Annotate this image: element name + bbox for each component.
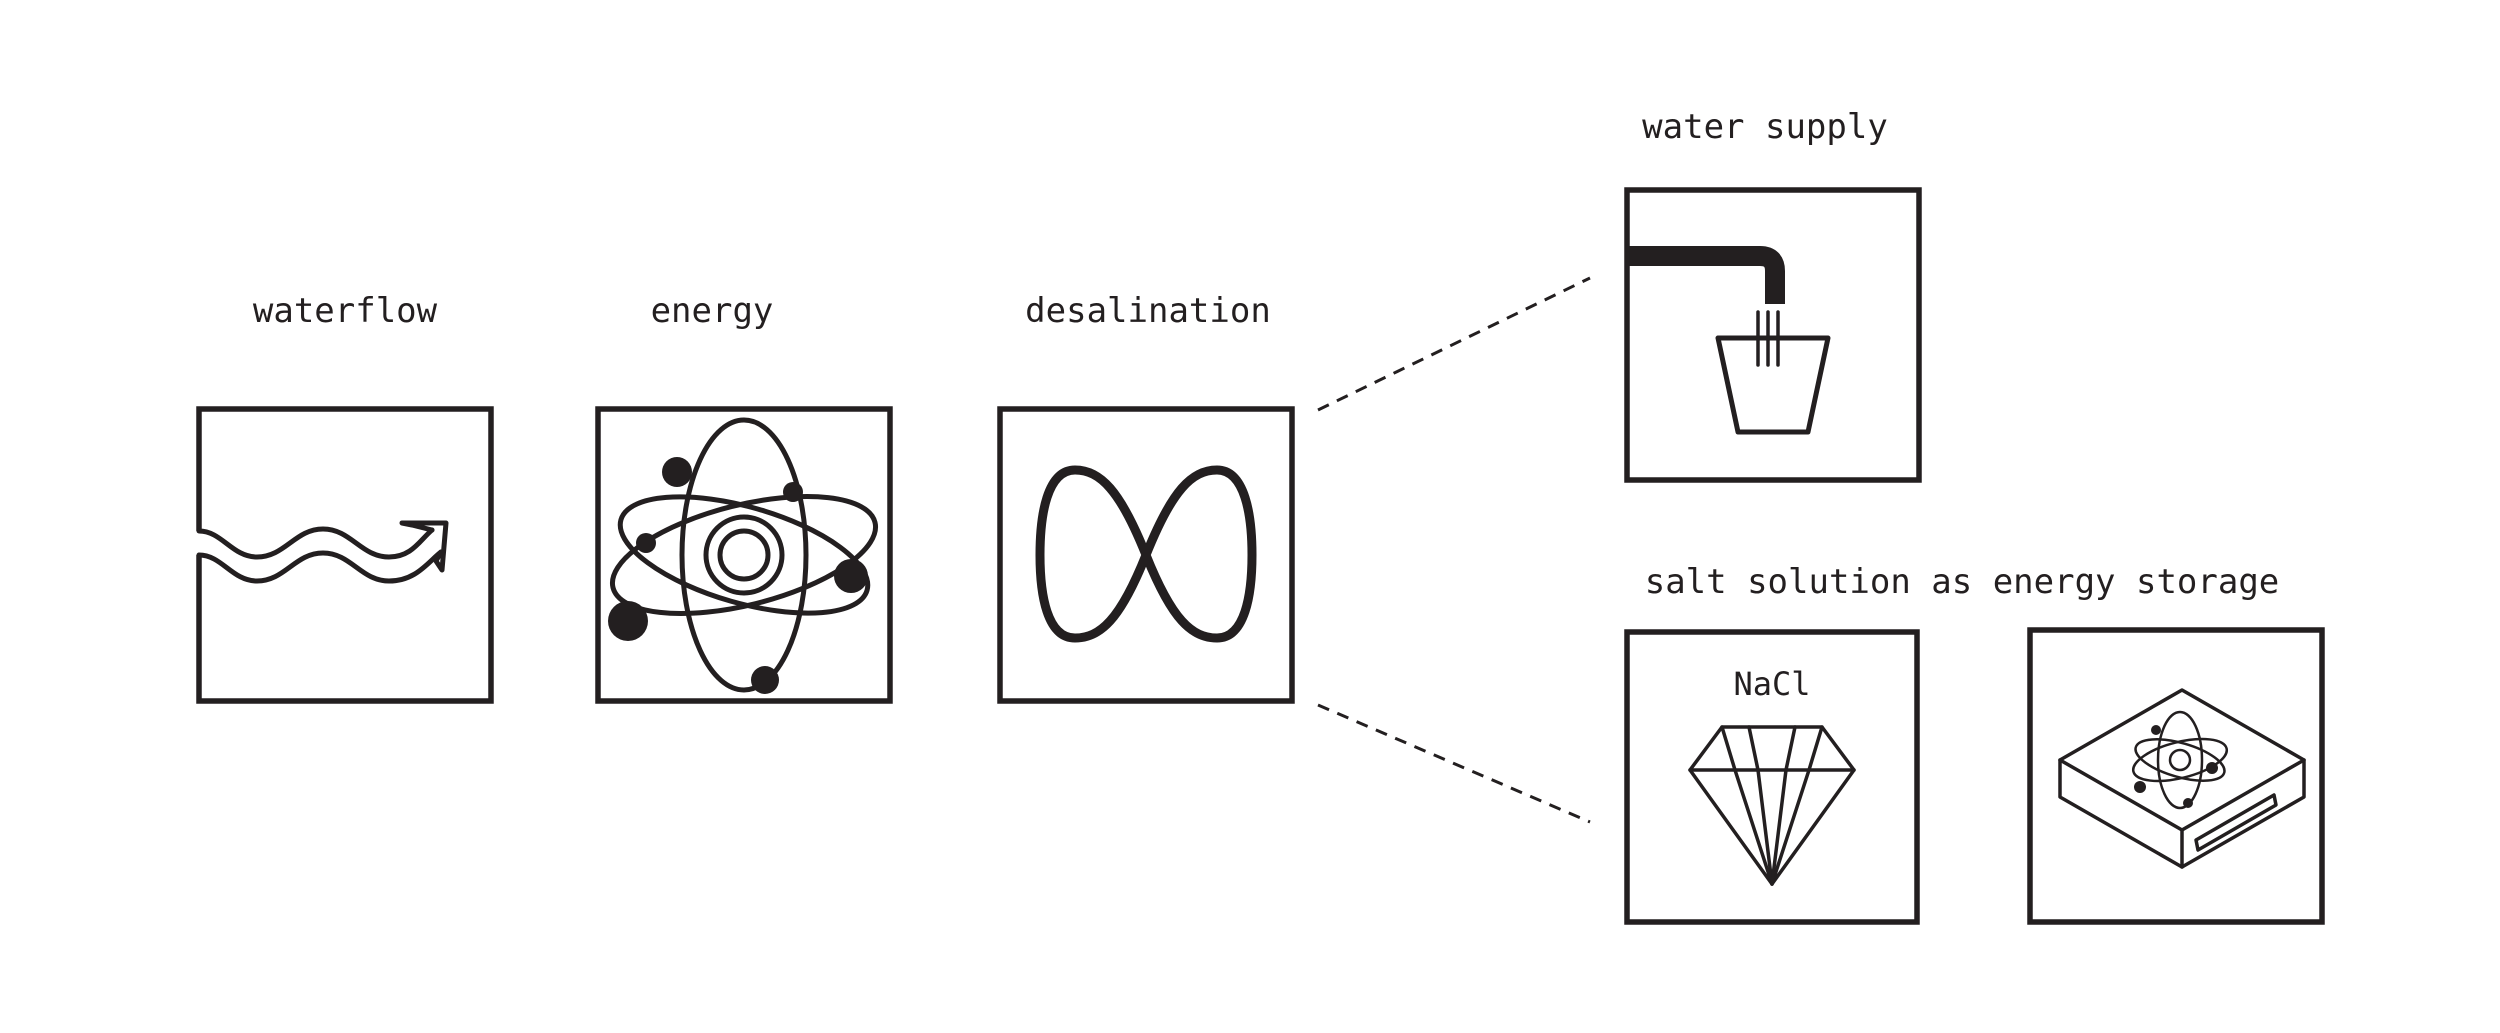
diamond-crystal-icon bbox=[1688, 725, 1856, 886]
energy-storage-box-icon bbox=[2058, 688, 2306, 869]
label-energy: energy bbox=[651, 291, 774, 331]
infinity-icon bbox=[1035, 465, 1257, 643]
faucet-bucket-icon bbox=[1627, 246, 1831, 435]
wave-arrow-icon bbox=[196, 520, 449, 584]
label-desalination: desalination bbox=[1025, 291, 1271, 331]
nacl-box: NaCl bbox=[1624, 629, 1920, 925]
desalination-box bbox=[997, 406, 1295, 704]
connector-to-salt-solution bbox=[1317, 703, 1591, 824]
label-salt-solution: salt solution as energy storage bbox=[1645, 562, 2280, 602]
label-waterflow: waterflow bbox=[253, 291, 438, 331]
waterflow-box bbox=[196, 406, 494, 704]
water-supply-box bbox=[1624, 187, 1922, 483]
energy-box bbox=[595, 406, 893, 704]
connector-to-water-supply bbox=[1317, 276, 1591, 412]
label-nacl: NaCl bbox=[1733, 665, 1810, 703]
storage-box bbox=[2027, 627, 2325, 925]
label-water-supply: water supply bbox=[1642, 107, 1888, 147]
atom-icon bbox=[608, 417, 879, 694]
